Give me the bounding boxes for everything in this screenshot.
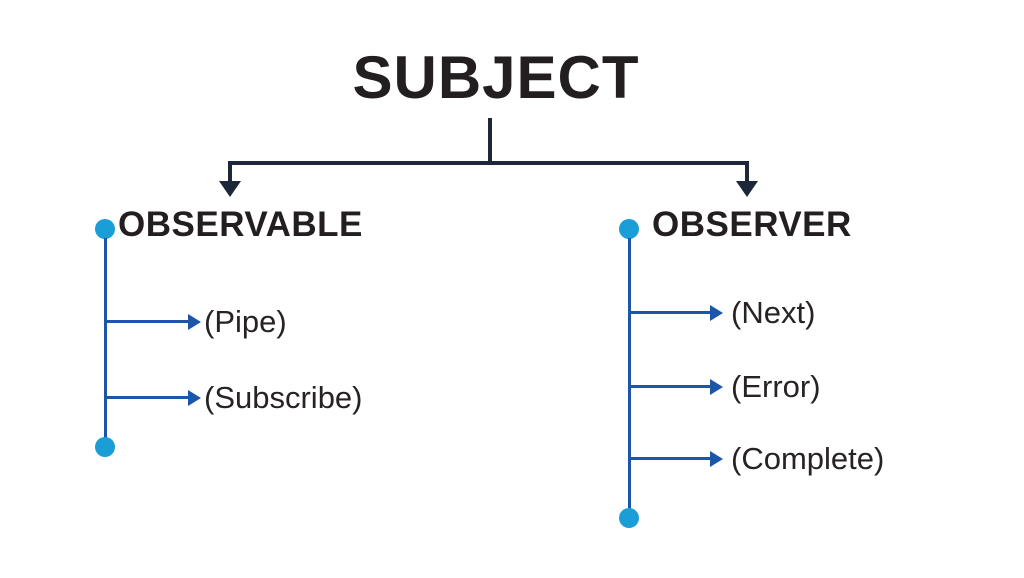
observer-bottom-node-dot — [619, 508, 639, 528]
observer-branch-line — [628, 238, 631, 510]
observer-method-arrow-shaft — [630, 385, 712, 388]
connector-subject-stem — [488, 118, 492, 165]
arrow-down-right-icon — [736, 181, 758, 197]
observable-method-pipe: (Pipe) — [204, 304, 287, 339]
observer-method-complete: (Complete) — [731, 441, 885, 476]
connector-horizontal-bar — [228, 161, 749, 165]
observer-method-error: (Error) — [731, 369, 821, 404]
observable-bottom-node-dot — [95, 437, 115, 457]
observer-method-next: (Next) — [731, 295, 816, 330]
observable-method-arrow-shaft — [106, 320, 190, 323]
observable-method-subscribe: (Subscribe) — [204, 380, 363, 415]
arrow-right-error-icon — [710, 379, 723, 395]
arrow-right-subscribe-icon — [188, 390, 201, 406]
observer-method-arrow-shaft — [630, 457, 712, 460]
observer-top-node-dot — [619, 219, 639, 239]
observable-heading: OBSERVABLE — [118, 205, 363, 244]
observable-top-node-dot — [95, 219, 115, 239]
connector-right-drop — [745, 161, 749, 182]
connector-left-drop — [228, 161, 232, 182]
observable-method-arrow-shaft — [106, 396, 190, 399]
observer-heading: OBSERVER — [652, 205, 852, 244]
arrow-right-complete-icon — [710, 451, 723, 467]
arrow-right-next-icon — [710, 305, 723, 321]
diagram-title: SUBJECT — [352, 44, 640, 111]
arrow-right-pipe-icon — [188, 314, 201, 330]
observable-branch-line — [104, 238, 107, 442]
observer-method-arrow-shaft — [630, 311, 712, 314]
arrow-down-left-icon — [219, 181, 241, 197]
